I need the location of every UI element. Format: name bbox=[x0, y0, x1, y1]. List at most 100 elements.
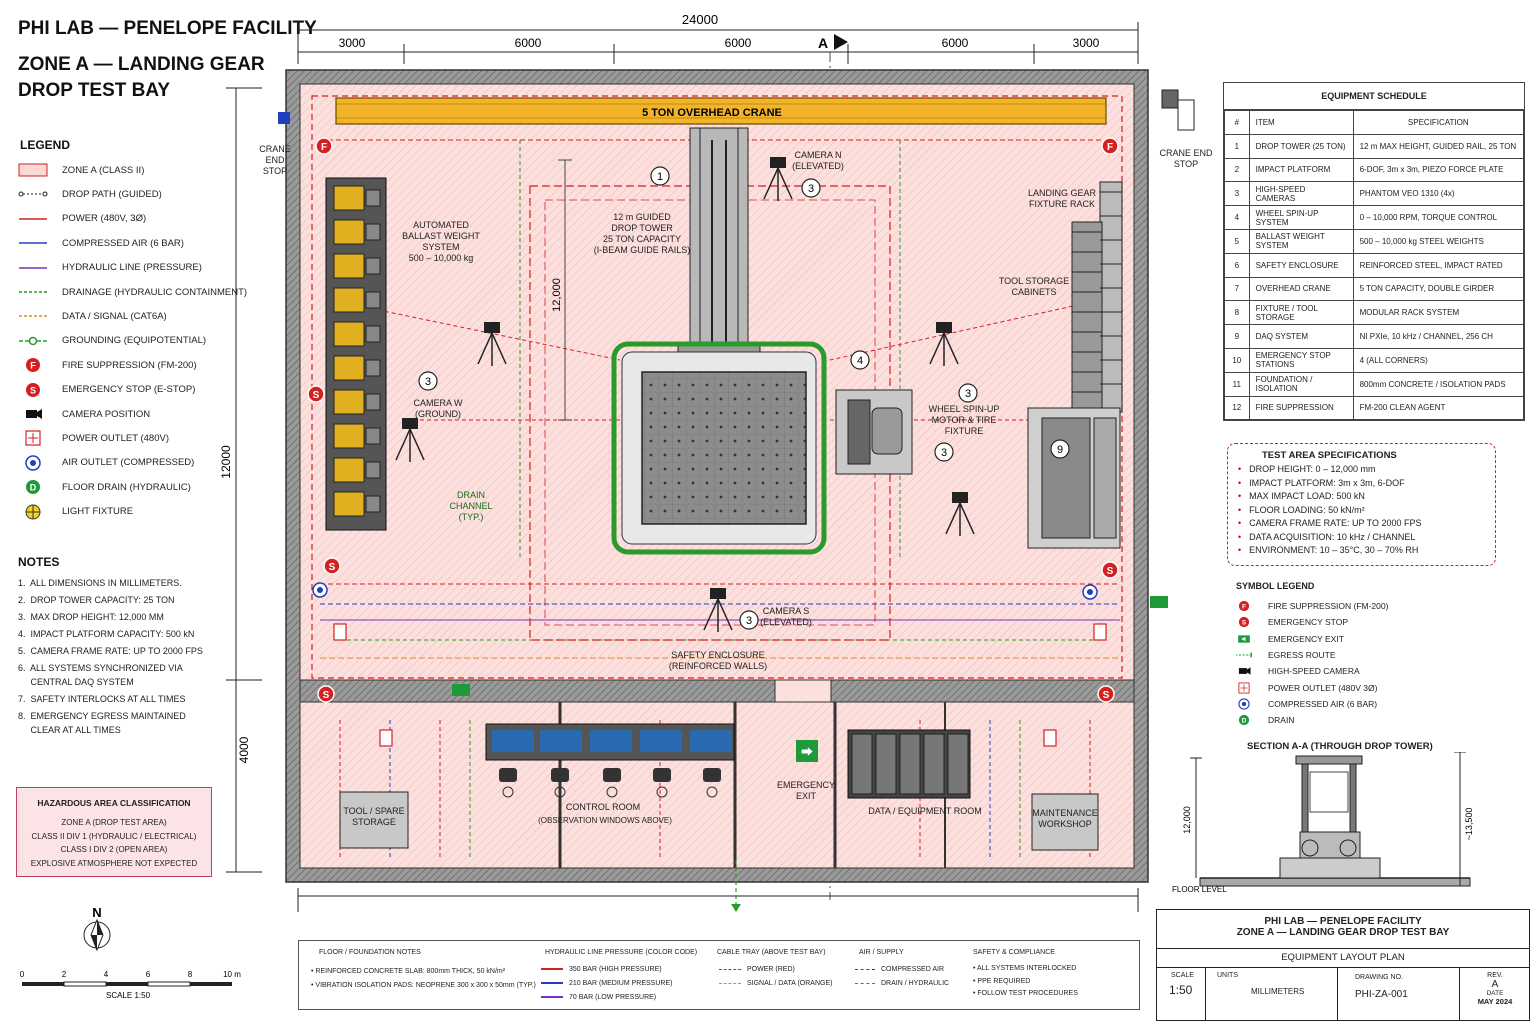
maintenance-workshop-label: MAINTENANCE WORKSHOP bbox=[1032, 808, 1098, 829]
schedule-cell: 12 bbox=[1224, 395, 1250, 421]
air-outlet-icon bbox=[1082, 584, 1098, 600]
schedule-column-header: # bbox=[1224, 110, 1250, 135]
note-item: 7. SAFETY INTERLOCKS AT ALL TIMES bbox=[18, 694, 186, 704]
cable-heading: CABLE TRAY (ABOVE TEST BAY) bbox=[717, 949, 826, 956]
svg-text:D: D bbox=[1242, 718, 1247, 725]
safety-notes: • ALL SYSTEMS INTERLOCKED • PPE REQUIRED… bbox=[973, 963, 1078, 1001]
svg-text:F: F bbox=[321, 142, 327, 153]
schedule-cell: EMERGENCY STOP STATIONS bbox=[1248, 347, 1354, 373]
north-arrow-icon bbox=[83, 918, 111, 952]
legend-label: FLOOR DRAIN (HYDRAULIC) bbox=[62, 481, 191, 493]
scale-tick: 10 m bbox=[223, 970, 241, 979]
crane-label: 5 TON OVERHEAD CRANE bbox=[642, 107, 782, 119]
hazard-line: CLASS I DIV 2 (OPEN AREA) bbox=[60, 845, 168, 854]
legend-label: POWER OUTLET (480V) bbox=[62, 432, 169, 444]
legend-label: DATA / SIGNAL (CAT6A) bbox=[62, 310, 167, 322]
legend-item: D FLOOR DRAIN (HYDRAULIC) bbox=[18, 477, 191, 497]
symbol-legend-item: EGRESS ROUTE bbox=[1236, 647, 1336, 663]
dim-seg-2: 6000 bbox=[515, 36, 542, 50]
north-label: N bbox=[92, 905, 101, 920]
legend-item: DRAINAGE (HYDRAULIC CONTAINMENT) bbox=[18, 282, 247, 302]
camera-icon bbox=[945, 492, 975, 536]
schedule-cell: 7 bbox=[1224, 276, 1250, 302]
units-field-value: MILLIMETERS bbox=[1251, 987, 1305, 996]
dim-seg-4: 6000 bbox=[942, 36, 969, 50]
estop-icon: S bbox=[1097, 685, 1115, 703]
safety-enclosure-label: SAFETY ENCLOSURE (REINFORCED WALLS) bbox=[668, 650, 768, 671]
svg-text:D: D bbox=[30, 483, 37, 493]
fixture-rack-label: LANDING GEAR FIXTURE RACK bbox=[1027, 188, 1096, 209]
schedule-cell: FIXTURE / TOOL STORAGE bbox=[1248, 300, 1354, 326]
schedule-cell: WHEEL SPIN-UP SYSTEM bbox=[1248, 205, 1354, 230]
svg-text:3: 3 bbox=[746, 615, 752, 627]
estop-icon: S bbox=[18, 382, 48, 398]
symbol-legend-label: COMPRESSED AIR (6 BAR) bbox=[1268, 698, 1378, 709]
drain-icon: D bbox=[1236, 713, 1252, 727]
tool-spare-storage-box bbox=[339, 791, 409, 849]
hydraulic-line-icon bbox=[18, 260, 48, 276]
section-total-dim: ~13,500 bbox=[1464, 808, 1474, 841]
hazard-line: CLASS II DIV 1 (HYDRAULIC / ELECTRICAL) bbox=[31, 831, 197, 841]
console-chair bbox=[499, 768, 517, 782]
schedule-cell: 5 TON CAPACITY, DOUBLE GIRDER bbox=[1352, 276, 1525, 302]
ballast-weight bbox=[333, 253, 365, 279]
title-line-2: ZONE A — LANDING GEAR bbox=[18, 54, 265, 75]
schedule-cell: 500 – 10,000 kg STEEL WEIGHTS bbox=[1352, 228, 1525, 254]
foundation-notes: • REINFORCED CONCRETE SLAB: 800mm THICK,… bbox=[311, 965, 536, 993]
hydraulic-notes: 350 BAR (HIGH PRESSURE) 210 BAR (MEDIUM … bbox=[541, 963, 672, 1005]
spec-item: MAX IMPACT LOAD: 500 kN bbox=[1238, 490, 1495, 504]
spec-item: ENVIRONMENT: 10 – 35°C, 30 – 70% RH bbox=[1238, 544, 1495, 558]
air-drain: DRAIN / HYDRAULIC bbox=[881, 980, 950, 987]
callout-bubble: 9 bbox=[1050, 439, 1070, 459]
legend-item: DATA / SIGNAL (CAT6A) bbox=[18, 306, 167, 326]
legend-label: CAMERA POSITION bbox=[62, 408, 151, 420]
legend-label: GROUNDING (EQUIPOTENTIAL) bbox=[62, 335, 207, 347]
outlet-icon bbox=[1093, 623, 1107, 641]
date-field-label: DATE bbox=[1486, 990, 1504, 997]
ground-line-icon bbox=[18, 333, 48, 349]
scale-tick: 6 bbox=[146, 970, 151, 979]
legend-item: HYDRAULIC LINE (PRESSURE) bbox=[18, 258, 202, 278]
callout-bubble: 3 bbox=[934, 442, 954, 462]
note-item: 2. DROP TOWER CAPACITY: 25 TON bbox=[18, 595, 175, 605]
schedule-column-header: SPECIFICATION bbox=[1352, 110, 1525, 135]
foundation-note-1: • REINFORCED CONCRETE SLAB: 800mm THICK,… bbox=[311, 968, 506, 975]
air-compressed: COMPRESSED AIR bbox=[881, 966, 945, 973]
legend-item: COMPRESSED AIR (6 BAR) bbox=[18, 233, 184, 253]
drawing-field-value: PHI-ZA-001 bbox=[1355, 989, 1408, 1000]
drop-path-icon bbox=[18, 186, 48, 202]
hazard-classification-box: HAZARDOUS AREA CLASSIFICATION ZONE A (DR… bbox=[16, 787, 212, 877]
exit-icon bbox=[452, 684, 470, 696]
legend-item: CAMERA POSITION bbox=[18, 404, 150, 424]
callout-bubble: 1 bbox=[650, 166, 670, 186]
svg-text:F: F bbox=[30, 361, 36, 371]
legend-label: EMERGENCY STOP (E-STOP) bbox=[62, 384, 196, 396]
svg-text:3: 3 bbox=[941, 447, 947, 459]
ballast-weight bbox=[333, 355, 365, 381]
outlet-icon bbox=[333, 623, 347, 641]
schedule-cell: HIGH-SPEED CAMERAS bbox=[1248, 181, 1354, 207]
symbol-legend-label: EMERGENCY EXIT bbox=[1268, 633, 1344, 644]
wheel-fixture-label: WHEEL SPIN-UP MOTOR & TIRE FIXTURE bbox=[928, 404, 1000, 436]
symbol-legend-item: EMERGENCY EXIT bbox=[1236, 631, 1344, 647]
note-item: 4. IMPACT PLATFORM CAPACITY: 500 kN bbox=[18, 629, 195, 639]
camera-icon bbox=[703, 588, 733, 632]
cable-notes: POWER (RED) SIGNAL / DATA (ORANGE) bbox=[719, 963, 832, 991]
overhead-crane bbox=[335, 97, 1107, 125]
schedule-cell: 2 bbox=[1224, 157, 1250, 183]
estop-icon: S bbox=[1236, 615, 1252, 629]
dim-left-lower: 4000 bbox=[237, 736, 251, 763]
camera-w-label: CAMERA W (GROUND) bbox=[413, 398, 463, 419]
rev-field-label: REV. bbox=[1487, 972, 1503, 979]
section-arrow-icon bbox=[834, 34, 848, 50]
server-rack bbox=[851, 733, 873, 795]
spec-item: IMPACT PLATFORM: 3m x 3m, 6-DOF bbox=[1238, 477, 1495, 491]
console-chair bbox=[703, 768, 721, 782]
